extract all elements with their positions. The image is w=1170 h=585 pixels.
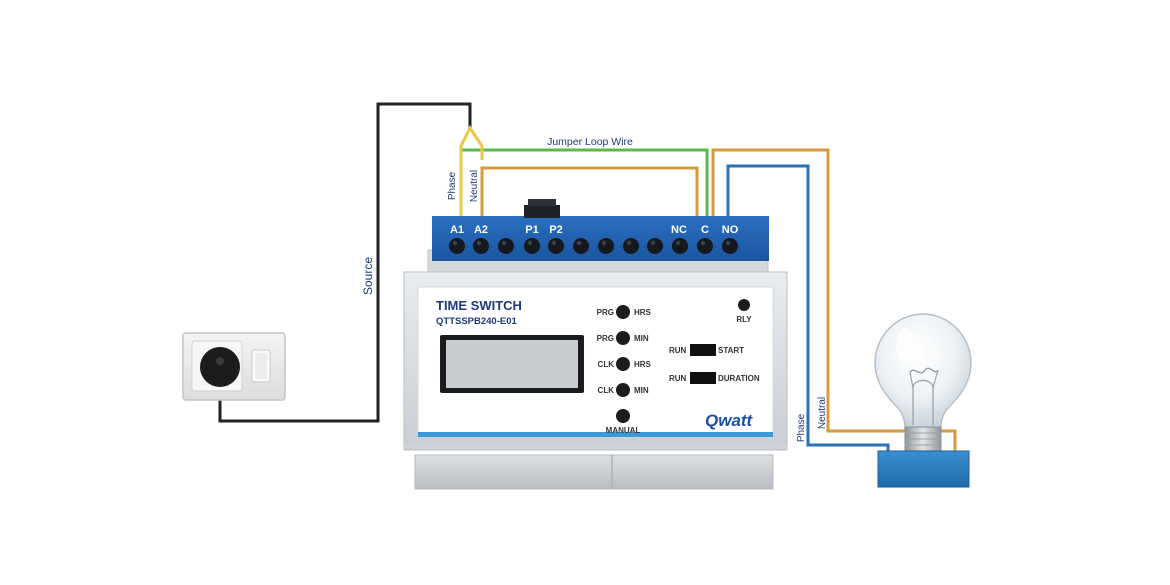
terminal-screw-highlight (650, 240, 656, 246)
rly-led (738, 299, 750, 311)
plug-icon (200, 347, 240, 387)
terminal-screw-highlight (576, 240, 582, 246)
terminal-screw-highlight (551, 240, 557, 246)
duration-label: DURATION (718, 374, 760, 383)
terminal-no-label: NO (722, 224, 739, 236)
run-start-row: RUN START (669, 344, 744, 356)
control-buttons: PRG HRS PRG MIN CLK HRS CLK MIN (597, 305, 652, 397)
phase-label-right: Phase (796, 413, 807, 442)
control-button[interactable] (616, 331, 630, 345)
terminal-block (432, 216, 769, 261)
duration-indicator (690, 372, 716, 384)
terminal-screw[interactable] (548, 238, 564, 254)
start-label: START (718, 346, 744, 355)
terminal-screw-highlight (601, 240, 607, 246)
button-label-left: CLK (598, 360, 615, 369)
terminal-screw[interactable] (697, 238, 713, 254)
terminal-screw-highlight (476, 240, 482, 246)
phase-wire-to-bulb (726, 164, 890, 455)
run-label-2: RUN (669, 374, 687, 383)
wall-socket (182, 332, 286, 401)
jumper-label: Jumper Loop Wire (547, 136, 633, 148)
button-label-right: HRS (634, 308, 652, 317)
control-button[interactable] (616, 383, 630, 397)
terminal-screw[interactable] (473, 238, 489, 254)
button-label-left: PRG (597, 334, 614, 343)
run-duration-row: RUN DURATION (669, 372, 760, 384)
light-bulb (874, 313, 972, 488)
control-button[interactable] (616, 357, 630, 371)
neutral-wire-to-bulb (711, 148, 957, 452)
terminal-screw[interactable] (598, 238, 614, 254)
button-label-left: PRG (597, 308, 614, 317)
terminal-screw-highlight (725, 240, 731, 246)
jumper-loop-wire (459, 148, 709, 218)
terminal-screw[interactable] (498, 238, 514, 254)
terminal-screw-highlight (527, 240, 533, 246)
terminal-screw[interactable] (623, 238, 639, 254)
terminal-screw-highlight (501, 240, 507, 246)
button-label-right: MIN (634, 386, 649, 395)
rly-label: RLY (736, 315, 752, 324)
terminal-a1-label: A1 (450, 224, 464, 236)
button-label-left: CLK (598, 386, 615, 395)
neutral-label-left: Neutral (469, 170, 480, 202)
terminal-p2-label: P2 (549, 224, 562, 236)
terminal-screws (449, 238, 738, 254)
brand-logo: Qwatt (705, 411, 754, 430)
start-indicator (690, 344, 716, 356)
terminal-screw-highlight (452, 240, 458, 246)
phase-label-left: Phase (447, 171, 458, 200)
terminal-p1-label: P1 (525, 224, 538, 236)
terminal-nc-label: NC (671, 224, 687, 236)
terminal-screw-highlight (626, 240, 632, 246)
terminal-screw[interactable] (449, 238, 465, 254)
control-button[interactable] (616, 305, 630, 319)
device-model: QTTSSPB240-E01 (436, 316, 517, 327)
din-clip (524, 205, 560, 218)
source-label: Source (361, 257, 375, 295)
terminal-screw[interactable] (524, 238, 540, 254)
run-label-1: RUN (669, 346, 687, 355)
neutral-label-right: Neutral (817, 397, 828, 429)
source-wire (218, 102, 472, 423)
device-title: TIME SWITCH (436, 298, 522, 313)
time-switch-device: A1 A2 P1 P2 NC C NO TIME SWITCH QTTSSPB2… (403, 199, 788, 490)
terminal-screw[interactable] (722, 238, 738, 254)
manual-button[interactable] (616, 409, 630, 423)
button-label-right: HRS (634, 360, 652, 369)
neutral-wire-a2 (480, 166, 699, 218)
button-label-right: MIN (634, 334, 649, 343)
manual-label: MANUAL (606, 426, 641, 435)
terminal-a2-label: A2 (474, 224, 488, 236)
phase-wire-a1 (459, 125, 484, 218)
bulb-glass (874, 313, 972, 429)
terminal-screw[interactable] (672, 238, 688, 254)
terminal-screw-highlight (700, 240, 706, 246)
terminal-screw[interactable] (573, 238, 589, 254)
terminal-screw[interactable] (647, 238, 663, 254)
bulb-holder (877, 450, 970, 488)
terminal-c-label: C (701, 224, 709, 236)
terminal-screw-highlight (675, 240, 681, 246)
